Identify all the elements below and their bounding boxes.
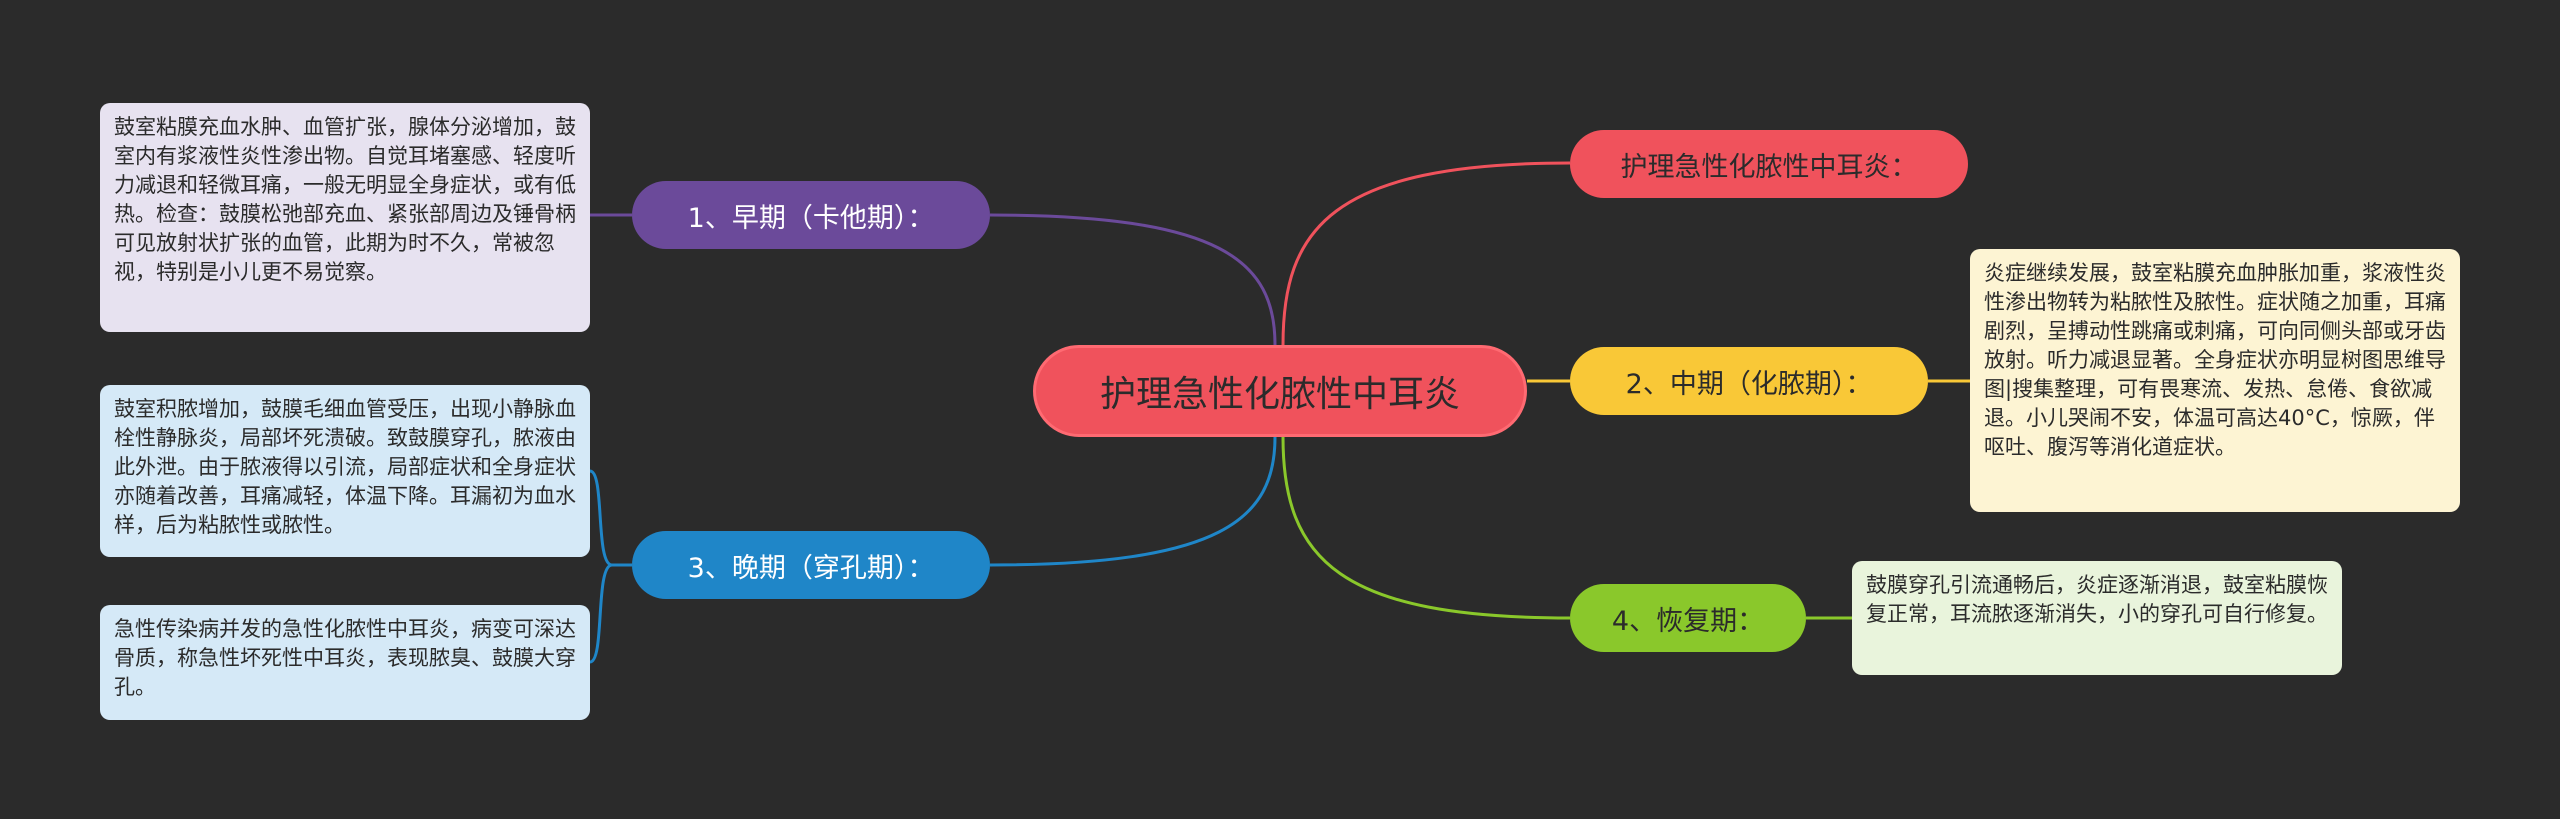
connector-late-leaf1: [589, 469, 632, 567]
branch-recovery-label: 4、恢复期：: [1611, 605, 1765, 637]
branch-title-label: 护理急性化脓性中耳炎：: [1620, 151, 1918, 183]
leaf-late-detail-2[interactable]: 急性传染病并发的急性化脓性中耳炎，病变可深达骨质，称急性坏死性中耳炎，表现脓臭、…: [100, 605, 590, 720]
connector-root-recovery: [1281, 436, 1571, 620]
branch-early-stage[interactable]: 1、早期（卡他期）：: [632, 181, 990, 249]
connector-late-leaf2: [589, 563, 613, 664]
connector-root-title: [1281, 161, 1571, 346]
branch-late-label: 3、晚期（穿孔期）：: [687, 552, 935, 584]
connector-root-late: [989, 436, 1277, 567]
leaf-mid-detail[interactable]: 炎症继续发展，鼓室粘膜充血肿胀加重，浆液性炎性渗出物转为粘脓性及脓性。症状随之加…: [1970, 249, 2460, 512]
connector-root-early: [989, 213, 1277, 346]
branch-recovery-stage[interactable]: 4、恢复期：: [1570, 584, 1806, 652]
leaf-late-detail-1[interactable]: 鼓室积脓增加，鼓膜毛细血管受压，出现小静脉血栓性静脉炎，局部坏死溃破。致鼓膜穿孔…: [100, 385, 590, 557]
branch-title[interactable]: 护理急性化脓性中耳炎：: [1570, 130, 1968, 198]
leaf-recovery-detail[interactable]: 鼓膜穿孔引流通畅后，炎症逐渐消退，鼓室粘膜恢复正常，耳流脓逐渐消失，小的穿孔可自…: [1852, 561, 2342, 675]
leaf-early-detail[interactable]: 鼓室粘膜充血水肿、血管扩张，腺体分泌增加，鼓室内有浆液性炎性渗出物。自觉耳堵塞感…: [100, 103, 590, 332]
branch-mid-label: 2、中期（化脓期）：: [1625, 368, 1873, 400]
root-topic[interactable]: 护理急性化脓性中耳炎: [1033, 345, 1527, 437]
branch-mid-stage[interactable]: 2、中期（化脓期）：: [1570, 347, 1928, 415]
branch-early-label: 1、早期（卡他期）：: [687, 202, 935, 234]
branch-late-stage[interactable]: 3、晚期（穿孔期）：: [632, 531, 990, 599]
root-topic-label: 护理急性化脓性中耳炎: [1099, 374, 1460, 415]
